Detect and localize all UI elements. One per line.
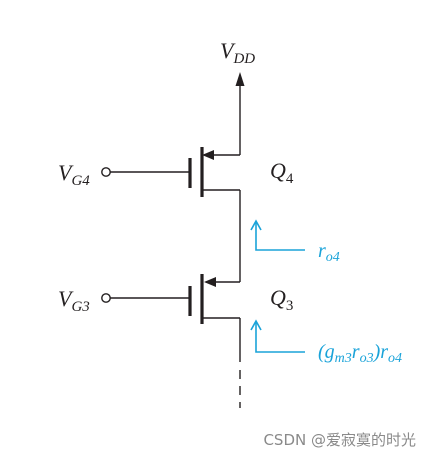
impedance-sub-1: m3: [335, 351, 352, 366]
transistor-q4: [101, 147, 241, 282]
svg-text:Q3: Q3: [270, 285, 293, 314]
q4-label: Q: [270, 158, 286, 183]
vg4-subscript: G4: [71, 173, 90, 189]
svg-text:VDD: VDD: [220, 38, 255, 67]
svg-text:VG3: VG3: [58, 286, 90, 315]
q3-label: Q: [270, 285, 286, 310]
transistor-q3: [101, 274, 241, 408]
output-impedance-annotation: (gm3ro3)ro4: [250, 319, 402, 366]
ro4-subscript: o4: [326, 250, 340, 265]
ro4-label: r: [318, 240, 326, 262]
svg-text:VG4: VG4: [58, 160, 90, 189]
vg4-label: V: [58, 160, 74, 185]
vg4-terminal: [101, 167, 111, 177]
vg3-label: V: [58, 286, 74, 311]
watermark-text: CSDN @爱寂寞的时光: [263, 431, 416, 449]
svg-text:(gm3ro3)ro4: (gm3ro3)ro4: [318, 341, 402, 366]
impedance-sub-3: o4: [388, 351, 402, 366]
impedance-part-1: (g: [318, 341, 335, 363]
q4-subscript: 4: [286, 171, 294, 187]
impedance-sub-2: o3: [360, 351, 374, 366]
vg3-subscript: G3: [71, 299, 89, 315]
vdd-subscript: DD: [232, 51, 255, 67]
svg-text:Q4: Q4: [270, 158, 294, 187]
impedance-part-3: )r: [373, 341, 389, 363]
impedance-part-2: r: [352, 341, 360, 363]
vdd-label: V: [220, 38, 236, 63]
vdd-supply: VDD: [220, 38, 255, 155]
svg-text:ro4: ro4: [318, 240, 340, 265]
vg3-terminal: [101, 293, 111, 303]
ro4-annotation: ro4: [250, 219, 340, 265]
q3-subscript: 3: [286, 298, 294, 314]
